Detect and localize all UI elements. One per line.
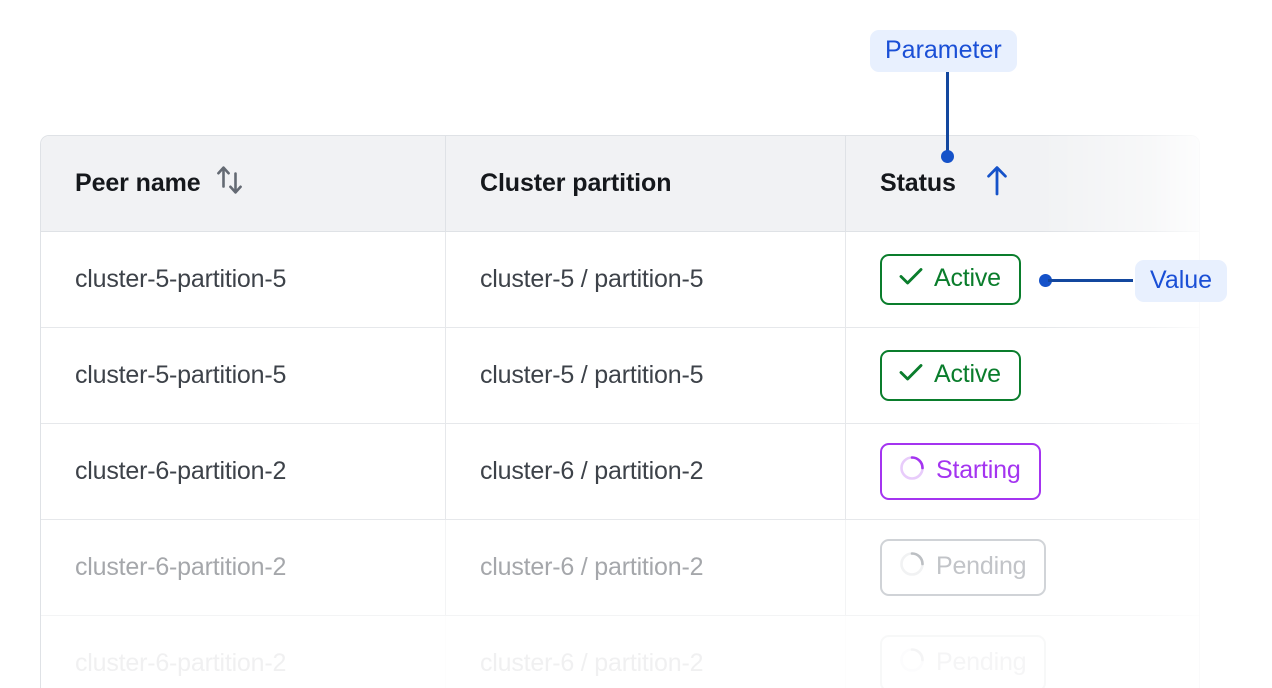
peers-table-container: Peer name Cluster partition Status bbox=[40, 135, 1200, 688]
annotation-pill-parameter: Parameter bbox=[870, 30, 1017, 73]
column-header-status[interactable]: Status bbox=[846, 136, 1199, 231]
cell-cluster-partition: cluster-5 / partition-5 bbox=[446, 328, 846, 423]
status-badge-pending[interactable]: Pending bbox=[880, 635, 1047, 688]
table-row[interactable]: cluster-6-partition-2 cluster-6 / partit… bbox=[41, 520, 1199, 616]
spinner-icon bbox=[898, 454, 926, 487]
status-badge-label: Pending bbox=[936, 648, 1027, 676]
status-badge-label: Active bbox=[934, 264, 1001, 292]
cell-peer-name: cluster-6-partition-2 bbox=[41, 520, 446, 615]
column-header-peer-name[interactable]: Peer name bbox=[41, 136, 446, 231]
status-badge-pending[interactable]: Pending bbox=[880, 539, 1047, 596]
table-row[interactable]: cluster-6-partition-2 cluster-6 / partit… bbox=[41, 616, 1199, 688]
sort-both-icon[interactable] bbox=[215, 163, 245, 204]
annotation-dot-value bbox=[1039, 274, 1052, 287]
status-badge-active[interactable]: Active bbox=[880, 254, 1021, 305]
table-row[interactable]: cluster-5-partition-5 cluster-5 / partit… bbox=[41, 232, 1199, 328]
cell-peer-name: cluster-5-partition-5 bbox=[41, 328, 446, 423]
status-badge-label: Pending bbox=[936, 552, 1027, 580]
cell-status: Active bbox=[846, 232, 1199, 327]
cell-status: Pending bbox=[846, 616, 1199, 688]
sort-up-icon[interactable] bbox=[982, 163, 1012, 204]
annotation-connector-value bbox=[1048, 279, 1133, 282]
column-header-peer-name-label: Peer name bbox=[75, 169, 201, 197]
annotation-connector-parameter bbox=[946, 72, 949, 158]
cell-cluster-partition: cluster-6 / partition-2 bbox=[446, 616, 846, 688]
status-badge-starting[interactable]: Starting bbox=[880, 443, 1041, 500]
table-row[interactable]: cluster-6-partition-2 cluster-6 / partit… bbox=[41, 424, 1199, 520]
cell-status: Pending bbox=[846, 520, 1199, 615]
column-header-cluster-partition[interactable]: Cluster partition bbox=[446, 136, 846, 231]
cell-peer-name: cluster-5-partition-5 bbox=[41, 232, 446, 327]
cell-status: Active bbox=[846, 328, 1199, 423]
cell-peer-name: cluster-6-partition-2 bbox=[41, 424, 446, 519]
table-row[interactable]: cluster-5-partition-5 cluster-5 / partit… bbox=[41, 328, 1199, 424]
status-badge-label: Starting bbox=[936, 456, 1021, 484]
cell-peer-name: cluster-6-partition-2 bbox=[41, 616, 446, 688]
column-header-cluster-partition-label: Cluster partition bbox=[480, 169, 672, 197]
annotation-pill-value: Value bbox=[1135, 260, 1228, 303]
cell-cluster-partition: cluster-6 / partition-2 bbox=[446, 424, 846, 519]
cell-cluster-partition: cluster-6 / partition-2 bbox=[446, 520, 846, 615]
status-badge-active[interactable]: Active bbox=[880, 350, 1021, 401]
cell-cluster-partition: cluster-5 / partition-5 bbox=[446, 232, 846, 327]
spinner-icon bbox=[898, 646, 926, 679]
peers-table: Peer name Cluster partition Status bbox=[40, 135, 1200, 688]
annotation-dot-parameter bbox=[941, 150, 954, 163]
cell-status: Starting bbox=[846, 424, 1199, 519]
spinner-icon bbox=[898, 550, 926, 583]
column-header-status-label: Status bbox=[880, 169, 956, 197]
check-icon bbox=[898, 361, 924, 388]
status-badge-label: Active bbox=[934, 360, 1001, 388]
table-header-row: Peer name Cluster partition Status bbox=[41, 136, 1199, 232]
check-icon bbox=[898, 265, 924, 292]
